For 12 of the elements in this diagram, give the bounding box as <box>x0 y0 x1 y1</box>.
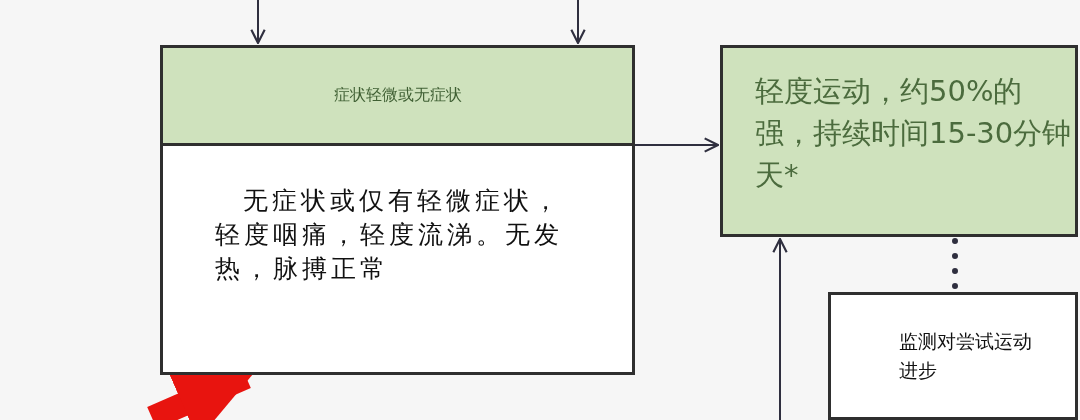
exercise-box <box>720 45 1078 237</box>
arrow <box>570 0 586 45</box>
box-text: 无症状或仅有轻微症状，轻度咽痛，轻度流涕。无发热，脉搏正常 <box>215 185 564 285</box>
arrow <box>634 137 720 153</box>
box-text: 监测对尝试运动进步 <box>899 329 1033 383</box>
box-text: 轻度运动，约50%的强，持续时间15-30分钟天* <box>755 73 1073 194</box>
arrow <box>250 0 266 45</box>
symptom-box <box>160 45 635 375</box>
box-heading: 症状轻微或无症状 <box>333 85 462 106</box>
monitoring-box <box>828 292 1078 420</box>
dotted-connector <box>952 238 958 291</box>
arrow <box>772 237 788 420</box>
